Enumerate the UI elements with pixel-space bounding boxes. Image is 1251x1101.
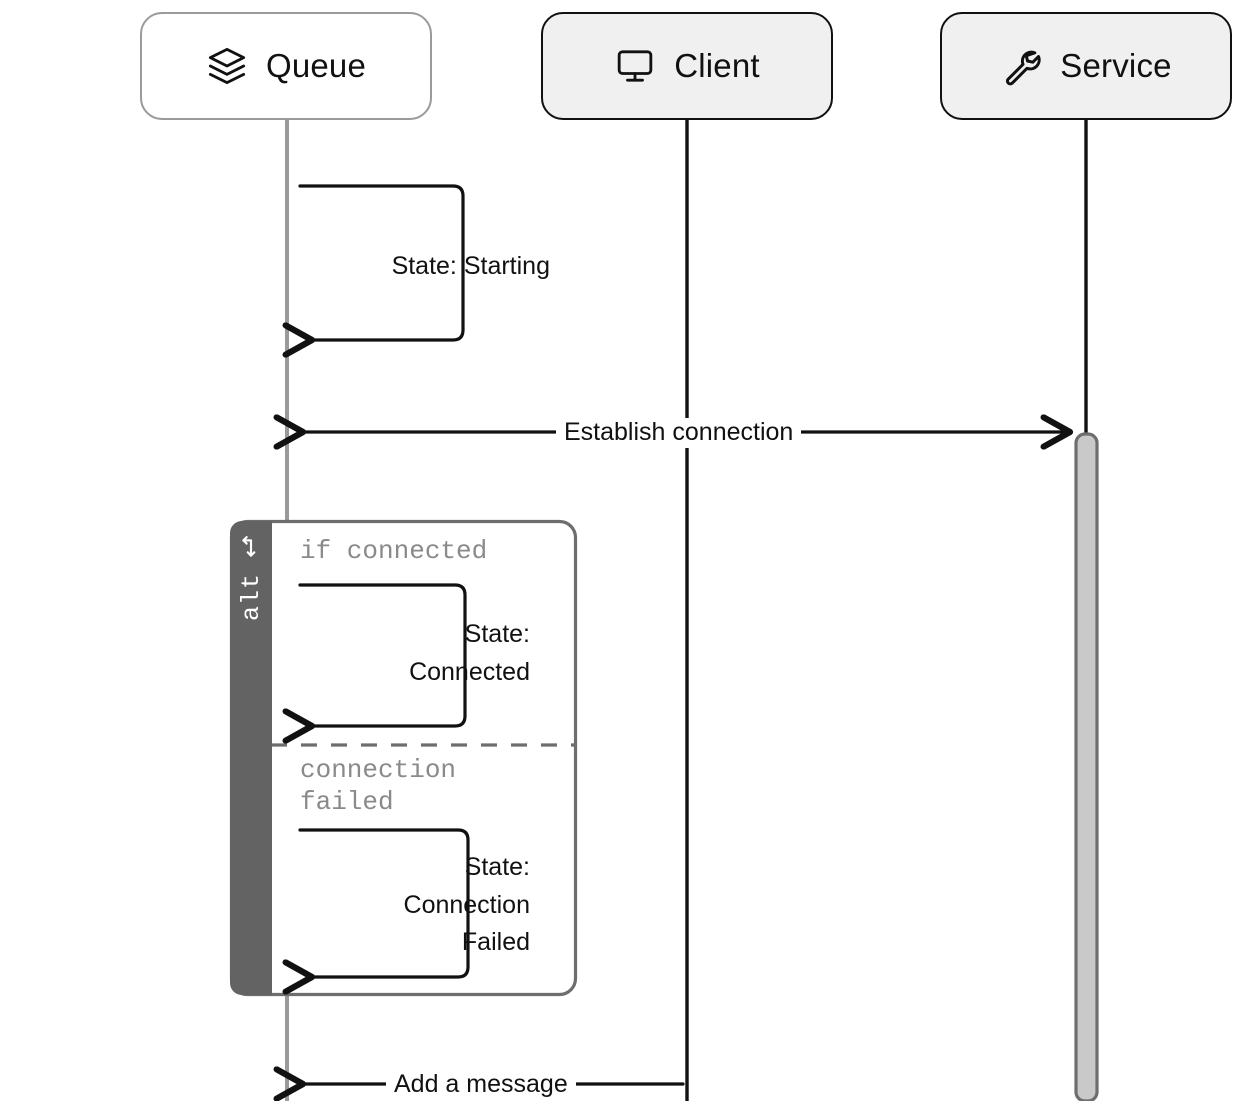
- monitor-icon: [614, 45, 656, 87]
- self-message-path-connection-failed: [300, 828, 470, 977]
- self-message-label-connected: State: Connected: [409, 620, 530, 686]
- participant-queue[interactable]: Queue: [140, 12, 432, 120]
- alt-branch-condition-2: connection failed: [300, 755, 457, 817]
- wrench-icon: [1000, 45, 1042, 87]
- activation-bar-service: [1074, 432, 1099, 1101]
- participant-service[interactable]: Service: [940, 12, 1232, 120]
- alt-branch-condition-1: if connected: [300, 536, 488, 566]
- participant-label-queue: Queue: [265, 47, 367, 84]
- self-message-path-starting: [300, 184, 465, 340]
- participant-label-client: Client: [674, 47, 760, 84]
- alt-fragment-tab: alt: [230, 521, 272, 995]
- message-label-establish-connection: Establish connection: [556, 418, 802, 448]
- message-label-add-a-message: Add a message: [386, 1070, 576, 1100]
- self-message-path-connected: [300, 583, 467, 726]
- participant-client[interactable]: Client: [541, 12, 833, 120]
- branch-fork-icon: [236, 531, 266, 565]
- layers-icon: [206, 45, 248, 87]
- participant-label-service: Service: [1060, 47, 1172, 84]
- self-message-label-starting: State: Starting: [391, 252, 550, 280]
- alt-fragment-tab-label: alt: [236, 573, 266, 622]
- self-message-label-connection-failed: State: Connection Failed: [403, 853, 530, 956]
